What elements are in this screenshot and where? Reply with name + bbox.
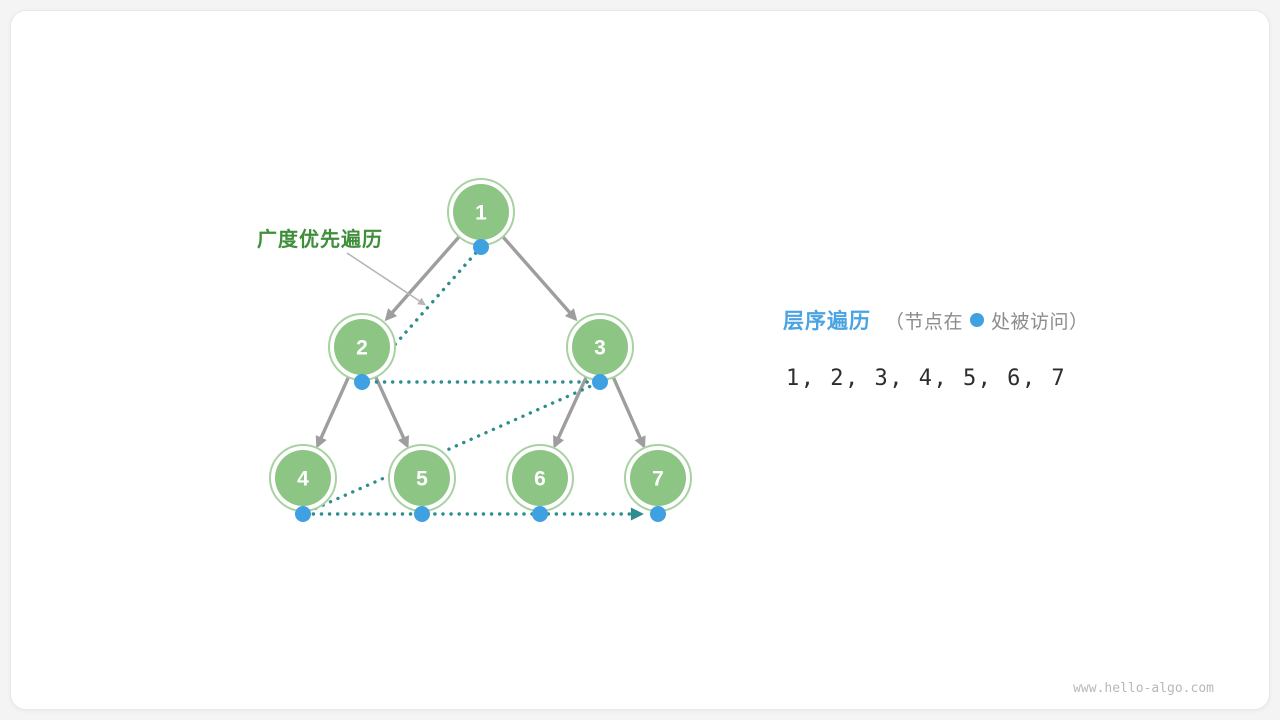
- tree-node-7: 7: [624, 444, 692, 512]
- visit-dot-4: [295, 506, 311, 522]
- node-value: 7: [652, 468, 664, 491]
- tree-node-1: 1: [447, 178, 515, 246]
- tree-edge-3-7: [611, 375, 646, 449]
- node-value: 1: [475, 202, 487, 225]
- tree-node-6: 6: [506, 444, 574, 512]
- legend-note-open: （节点在: [885, 311, 964, 333]
- tree-edge-1-2: [384, 234, 462, 322]
- tree-node-2: 2: [328, 313, 396, 381]
- visit-dot-5: [414, 506, 430, 522]
- node-value: 3: [594, 337, 606, 360]
- tree-node-4: 4: [269, 444, 337, 512]
- legend-row: 层序遍历 （节点在 处被访问）: [783, 305, 1089, 335]
- legend-note-close: 处被访问）: [991, 311, 1089, 333]
- bfs-label: 广度优先遍历: [257, 229, 383, 251]
- node-value: 6: [534, 468, 546, 491]
- visit-dot-icon: [970, 313, 985, 327]
- node-value: 2: [356, 337, 368, 360]
- traversal-sequence: 1, 2, 3, 4, 5, 6, 7: [786, 366, 1067, 391]
- visit-dot-6: [532, 506, 548, 522]
- legend-note: （节点在 处被访问）: [885, 307, 1089, 334]
- visit-dot-1: [473, 239, 489, 255]
- visit-dot-3: [592, 374, 608, 390]
- tree-node-3: 3: [566, 313, 634, 381]
- node-value: 4: [297, 468, 309, 491]
- tree-edge-2-5: [373, 375, 409, 449]
- content-card: [10, 10, 1270, 710]
- node-value: 5: [416, 468, 428, 491]
- tree-edge-1-3: [500, 234, 578, 322]
- legend-title: 层序遍历: [783, 310, 871, 333]
- bfs-label-pointer-arrow: [346, 252, 427, 306]
- site-footer: www.hello-algo.com: [1073, 681, 1214, 696]
- bfs-traversal-path: [302, 245, 644, 521]
- visit-dot-2: [354, 374, 370, 390]
- tree-edge-3-6: [553, 375, 589, 449]
- tree-edge-2-4: [315, 375, 351, 449]
- tree-node-5: 5: [388, 444, 456, 512]
- visit-dot-7: [650, 506, 666, 522]
